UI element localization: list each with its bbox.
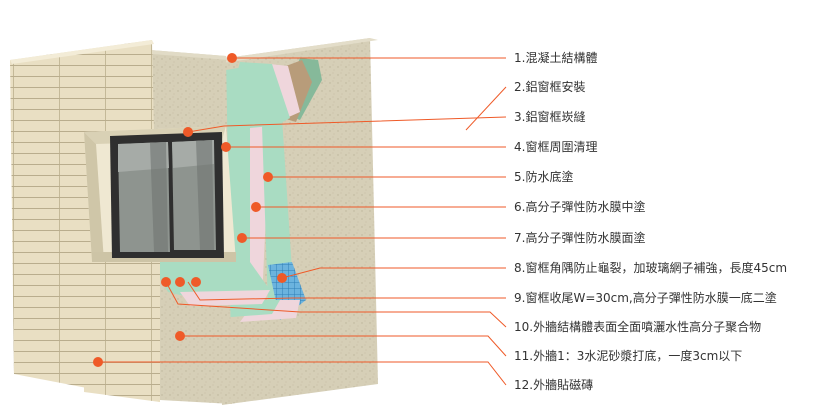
marker-1 [227,53,237,63]
legend-item-3: 3.鋁窗框崁縫 [514,110,586,124]
legend-item-7: 7.高分子彈性防水膜面塗 [514,231,646,245]
marker-6 [251,202,261,212]
marker-8 [277,273,287,283]
marker-10a [175,277,185,287]
marker-9 [191,277,201,287]
legend-item-12: 12.外牆貼磁磚 [514,378,594,392]
marker-11 [175,331,185,341]
legend-item-4: 4.窗框周圍清理 [514,140,598,154]
legend-item-6: 6.高分子彈性防水膜中塗 [514,200,646,214]
marker-10b [161,277,171,287]
legend-item-5: 5.防水底塗 [514,170,574,184]
marker-3 [183,127,193,137]
marker-7 [237,233,247,243]
marker-4 [221,142,231,152]
tile-lower-band [84,262,160,402]
legend-item-2: 2.鋁窗框安裝 [514,80,586,94]
callout-markers [93,53,287,367]
marker-12 [93,357,103,367]
legend-item-1: 1.混凝土結構體 [514,51,598,65]
window-sill [150,262,270,306]
marker-5 [263,172,273,182]
legend-item-11: 11.外牆1：3水泥砂漿打底，一度3cm以下 [514,349,743,363]
leader-lines [98,57,507,386]
legend-item-10: 10.外牆結構體表面全面噴灑水性高分子聚合物 [514,320,762,334]
membrane-layers [218,58,322,322]
window-frame [110,132,224,258]
legend-item-8: 8.窗框角隅防止龜裂，加玻璃網子補強，長度45cm [514,261,788,275]
legend-item-9: 9.窗框收尾W=30cm,高分子彈性防水膜一底二塗 [514,291,777,305]
